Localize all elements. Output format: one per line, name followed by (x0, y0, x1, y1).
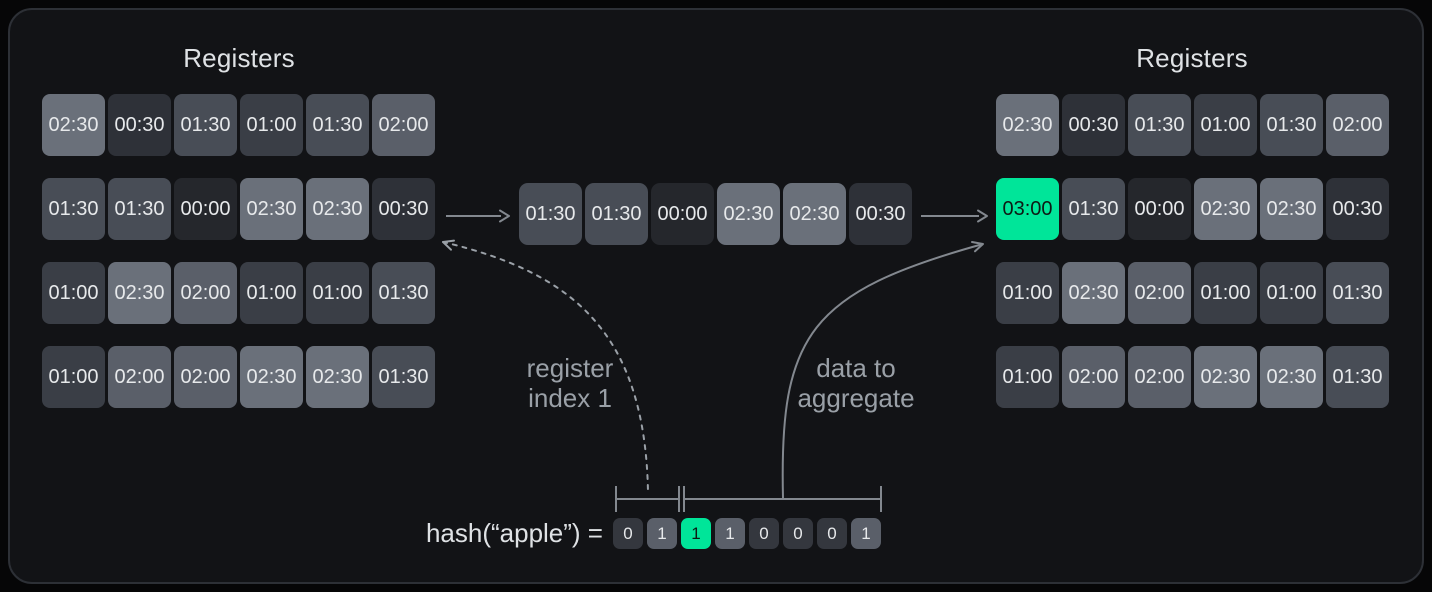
register-cell: 01:00 (996, 262, 1059, 324)
register-cell: 01:30 (42, 178, 105, 240)
hash-bit: 0 (613, 518, 643, 549)
register-cell: 01:30 (306, 94, 369, 156)
register-cell: 01:30 (585, 183, 648, 245)
register-cell: 02:00 (1326, 94, 1389, 156)
data-to-aggregate-label-line1: data to (816, 353, 896, 383)
register-cell: 02:00 (1062, 346, 1125, 408)
register-cell: 01:30 (1128, 94, 1191, 156)
hash-bit-highlighted: 1 (681, 518, 711, 549)
register-cell: 01:30 (108, 178, 171, 240)
register-index-label-line2: index 1 (528, 383, 612, 413)
register-cell: 00:00 (651, 183, 714, 245)
register-cell: 00:30 (108, 94, 171, 156)
register-cell: 00:30 (849, 183, 912, 245)
register-cell: 01:00 (306, 262, 369, 324)
hash-bit: 0 (783, 518, 813, 549)
register-cell: 00:30 (1062, 94, 1125, 156)
data-to-aggregate-label: data to aggregate (746, 353, 966, 413)
register-cell: 00:30 (372, 178, 435, 240)
register-cell: 02:30 (717, 183, 780, 245)
register-cell: 00:00 (174, 178, 237, 240)
register-cell: 01:00 (42, 346, 105, 408)
register-cell: 02:30 (42, 94, 105, 156)
register-cell: 01:30 (1062, 178, 1125, 240)
hash-bit: 0 (749, 518, 779, 549)
register-cell: 01:00 (42, 262, 105, 324)
hash-bit: 1 (715, 518, 745, 549)
register-cell: 01:30 (519, 183, 582, 245)
register-cell: 01:00 (996, 346, 1059, 408)
register-cell: 01:00 (1260, 262, 1323, 324)
left-registers-title: Registers (183, 43, 295, 73)
register-index-label-line1: register (526, 353, 614, 383)
register-cell: 01:30 (174, 94, 237, 156)
register-cell: 00:30 (1326, 178, 1389, 240)
register-cell: 02:30 (108, 262, 171, 324)
register-cell: 02:30 (306, 346, 369, 408)
register-cell: 01:00 (240, 262, 303, 324)
register-cell: 02:30 (1260, 178, 1323, 240)
register-cell: 01:30 (372, 346, 435, 408)
register-cell: 01:30 (1326, 346, 1389, 408)
hash-expression-label: hash(“apple”) = (425, 518, 603, 548)
register-cell: 02:00 (1128, 346, 1191, 408)
data-to-aggregate-label-line2: aggregate (797, 383, 915, 413)
register-cell: 01:00 (1194, 94, 1257, 156)
register-cell: 01:00 (240, 94, 303, 156)
register-cell: 02:30 (1062, 262, 1125, 324)
register-cell: 02:30 (240, 346, 303, 408)
register-cell: 02:00 (372, 94, 435, 156)
register-cell: 02:00 (174, 262, 237, 324)
register-cell: 01:00 (1194, 262, 1257, 324)
register-cell: 02:30 (1260, 346, 1323, 408)
register-cell-highlighted: 03:00 (996, 178, 1059, 240)
register-index-label: register index 1 (460, 353, 680, 413)
register-cell: 01:30 (1260, 94, 1323, 156)
register-cell: 00:00 (1128, 178, 1191, 240)
register-cell: 01:30 (1326, 262, 1389, 324)
register-cell: 02:30 (1194, 178, 1257, 240)
register-cell: 02:30 (1194, 346, 1257, 408)
register-cell: 02:00 (1128, 262, 1191, 324)
right-registers-title: Registers (1136, 43, 1248, 73)
register-cell: 01:30 (372, 262, 435, 324)
register-cell: 02:30 (996, 94, 1059, 156)
register-cell: 02:30 (240, 178, 303, 240)
hash-bit: 1 (647, 518, 677, 549)
register-cell: 02:30 (306, 178, 369, 240)
hash-bit: 0 (817, 518, 847, 549)
register-cell: 02:00 (108, 346, 171, 408)
register-cell: 02:00 (174, 346, 237, 408)
hash-bit: 1 (851, 518, 881, 549)
register-cell: 02:30 (783, 183, 846, 245)
